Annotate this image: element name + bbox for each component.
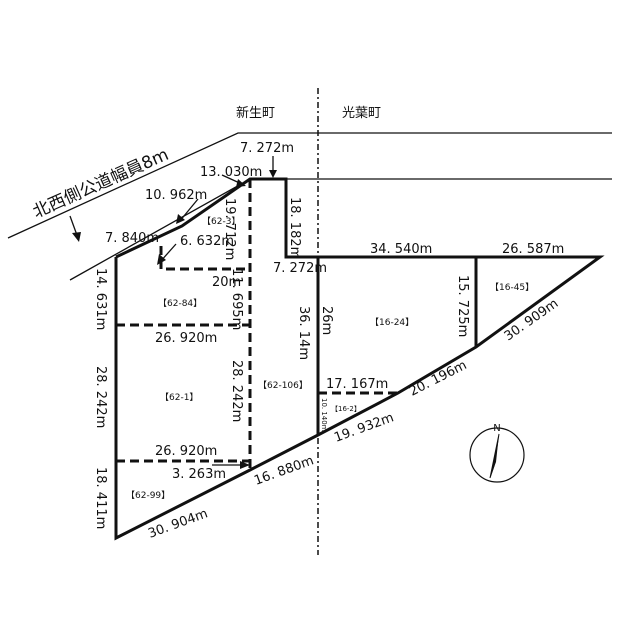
dim-11695: 11. 695m xyxy=(229,268,244,330)
lot-16-2: 【16-2】 xyxy=(331,405,361,413)
dim-10962: 10. 962m xyxy=(145,188,207,203)
dim-26920-a: 26. 920m xyxy=(155,331,217,346)
dim-26587: 26. 587m xyxy=(502,242,564,257)
dim-19712: 19. 712m xyxy=(222,198,237,260)
dim-20: 20m xyxy=(212,275,241,290)
dim-15725: 15. 725m xyxy=(455,275,470,337)
lot-62-106: 【62-106】 xyxy=(258,380,308,391)
dim-top-13030: 13. 030m xyxy=(200,165,262,180)
dim-34540: 34. 540m xyxy=(370,242,432,257)
dim-18182: 18. 182m xyxy=(287,197,302,259)
town-west-label: 新生町 xyxy=(236,105,275,121)
dim-26920-b: 26. 920m xyxy=(155,444,217,459)
dim-18411: 18. 411m xyxy=(93,467,108,529)
dim-14631: 14. 631m xyxy=(93,268,108,330)
lot-labels: 【62-3】 【62-84】 【62-1】 【62-99】 【62-106】 【… xyxy=(126,216,534,501)
dim-20196: 20. 196m xyxy=(407,358,469,400)
lot-62-99: 【62-99】 xyxy=(126,490,170,501)
lot-62-3: 【62-3】 xyxy=(202,216,240,227)
lot-16-45: 【16-45】 xyxy=(490,282,534,293)
dim-top-7272: 7. 272m xyxy=(240,141,294,156)
leader-arrows xyxy=(69,156,277,469)
lot-boundaries xyxy=(114,177,605,541)
compass-north-label: N xyxy=(493,423,500,434)
lot-62-1: 【62-1】 xyxy=(160,392,198,403)
dim-28242-mid: 28. 242m xyxy=(229,360,244,422)
dim-28242-left: 28. 242m xyxy=(93,366,108,428)
dim-16880: 16. 880m xyxy=(252,453,316,488)
dim-26: 26m xyxy=(319,306,334,335)
dim-3263: 3. 263m xyxy=(172,467,226,482)
dim-36140: 36. 14m xyxy=(296,306,311,360)
dim-7272-mid: 7. 272m xyxy=(273,261,327,276)
town-east-label: 光葉町 xyxy=(342,106,381,121)
north-compass: N xyxy=(469,423,525,483)
road-width-label: 北西側公道幅員8m xyxy=(30,145,172,223)
dim-19932: 19. 932m xyxy=(332,410,396,445)
internal-boundaries xyxy=(116,179,478,470)
lot-16-24: 【16-24】 xyxy=(370,317,414,328)
dim-7840: 7. 840m xyxy=(105,231,159,246)
dim-17167: 17. 167m xyxy=(326,377,388,392)
dim-10140: 10. 140m xyxy=(320,398,328,432)
lot-62-84: 【62-84】 xyxy=(158,298,202,309)
dim-6632: 6. 632m xyxy=(180,234,234,249)
dim-30904: 30. 904m xyxy=(146,506,210,541)
